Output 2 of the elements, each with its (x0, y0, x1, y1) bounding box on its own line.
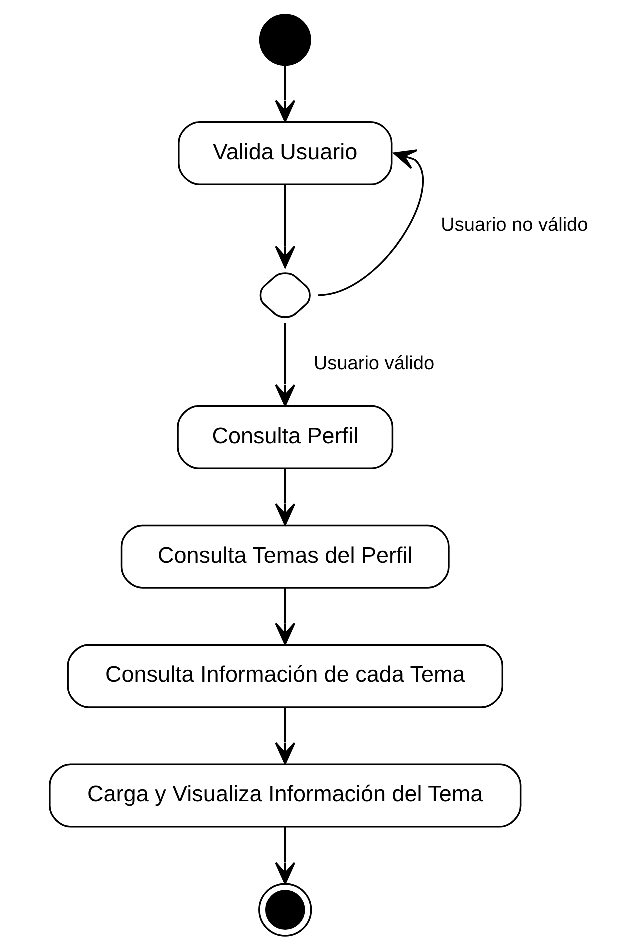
edge-label: Usuario no válido (440, 215, 588, 236)
edge-label: Usuario válido (313, 354, 434, 375)
